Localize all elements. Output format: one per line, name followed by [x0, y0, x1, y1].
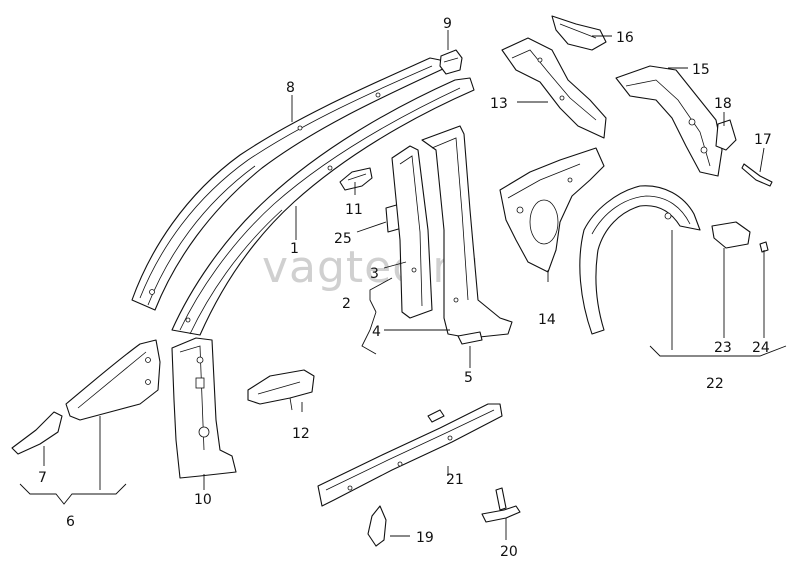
watermark: vagtec.ru — [262, 242, 480, 293]
part-1-a-pillar[interactable] — [171, 77, 475, 336]
callout-1: 1 — [290, 241, 299, 257]
callout-19: 19 — [416, 530, 434, 546]
callout-4: 4 — [372, 324, 381, 340]
callout-10: 10 — [194, 492, 212, 508]
part-10-hinge-pillar[interactable] — [171, 337, 237, 479]
part-7-bracket[interactable] — [11, 411, 63, 455]
callout-25: 25 — [334, 231, 352, 247]
leader-lines — [19, 30, 787, 540]
callout-6: 6 — [66, 514, 75, 530]
part-14-inner-panel[interactable] — [499, 147, 605, 273]
part-23-plate[interactable] — [711, 221, 751, 249]
callout-16: 16 — [616, 30, 634, 46]
callout-24: 24 — [752, 340, 770, 356]
part-22-wheel-housing[interactable] — [579, 185, 701, 335]
part-5-bracket[interactable] — [457, 331, 483, 345]
callout-21: 21 — [446, 472, 464, 488]
part-15-quarter-inner[interactable] — [615, 65, 723, 177]
part-4-b-pillar-outer[interactable] — [421, 125, 513, 339]
callout-22: 22 — [706, 376, 724, 392]
callout-20: 20 — [500, 544, 518, 560]
part-19-bracket[interactable] — [367, 505, 387, 547]
callout-8: 8 — [286, 80, 295, 96]
callout-3: 3 — [370, 266, 379, 282]
callout-17: 17 — [754, 132, 772, 148]
callouts: 8 9 1 11 25 3 2 4 5 13 14 16 15 18 17 23… — [38, 16, 772, 560]
part-24-clip[interactable] — [759, 241, 769, 253]
part-12-bracket[interactable] — [247, 369, 315, 411]
callout-15: 15 — [692, 62, 710, 78]
part-3-b-pillar-inner[interactable] — [391, 145, 433, 319]
callout-5: 5 — [464, 370, 473, 386]
callout-11: 11 — [345, 202, 363, 218]
callout-7: 7 — [38, 470, 47, 486]
callout-14: 14 — [538, 312, 556, 328]
callout-23: 23 — [714, 340, 732, 356]
part-6-fender-inner[interactable] — [65, 339, 161, 421]
part-13-c-pillar[interactable] — [501, 37, 607, 139]
callout-18: 18 — [714, 96, 732, 112]
part-9-bracket[interactable] — [439, 49, 463, 75]
part-18-bracket[interactable] — [715, 119, 737, 151]
part-21-sill[interactable] — [317, 403, 503, 507]
callout-2: 2 — [342, 296, 351, 312]
part-11-bracket[interactable] — [339, 167, 373, 191]
part-17-strip[interactable] — [741, 163, 773, 187]
part-16-panel[interactable] — [551, 15, 607, 51]
callout-13: 13 — [490, 96, 508, 112]
part-20-bracket[interactable] — [481, 487, 521, 523]
callout-9: 9 — [443, 16, 452, 32]
callout-12: 12 — [292, 426, 310, 442]
